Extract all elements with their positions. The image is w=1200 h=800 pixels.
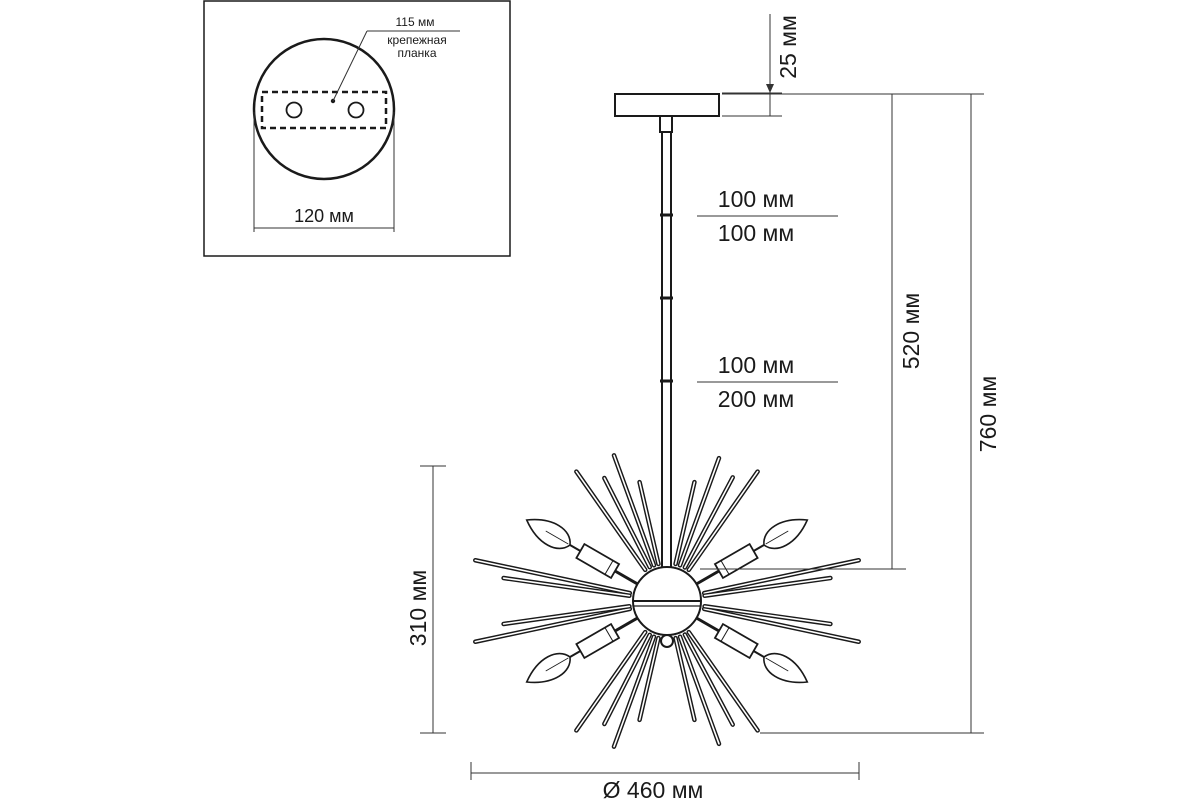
spike-rod-highlight — [703, 577, 832, 597]
mounting-hole-left — [285, 101, 303, 119]
hub-finial — [660, 634, 674, 648]
canopy-height-dimension: 25 мм — [722, 14, 801, 117]
spike-rod-highlight — [703, 608, 860, 643]
bulb-base — [753, 650, 765, 658]
fixture-body — [473, 453, 861, 749]
plate-name-label-line2: планка — [398, 46, 437, 60]
plate-name-label-line1: крепежная — [387, 33, 446, 47]
fixture-height-dimension: 310 мм — [405, 465, 446, 734]
arm-stem — [614, 616, 639, 633]
spike-rod-highlight — [674, 637, 696, 721]
canopy-height-arrow — [766, 84, 774, 93]
spike-rod-highlight — [603, 477, 651, 568]
spike-rod-highlight — [679, 635, 720, 745]
socket-ring — [604, 560, 614, 575]
spike-rod-highlight — [502, 605, 631, 625]
canopy-top-view-inset: 115 мм крепежная планка 120 мм — [203, 0, 511, 257]
spike-rod-highlight — [474, 608, 631, 643]
segment-1-top-label: 100 мм — [718, 186, 794, 212]
spike-rod-highlight — [684, 476, 734, 569]
rod-body — [661, 131, 672, 575]
rod-segment-labels: 100 мм 100 мм 100 мм 200 мм — [697, 186, 838, 412]
bulb-base — [569, 650, 581, 658]
segment-2-top-label: 100 мм — [718, 352, 794, 378]
canopy-side-view — [614, 93, 720, 117]
arm-stem — [695, 616, 720, 633]
spike-rod-highlight — [575, 631, 647, 732]
spike-rod-highlight — [679, 457, 720, 567]
drop-length-dimension: 520 мм — [700, 93, 924, 570]
spike-rod-highlight — [674, 481, 696, 565]
total-height-label: 760 мм — [975, 376, 1001, 452]
spike-rod-highlight — [613, 635, 655, 748]
candle-bulb — [525, 652, 571, 684]
fixture-height-label: 310 мм — [405, 570, 431, 646]
segment-1-bottom-label: 100 мм — [718, 220, 794, 246]
arm-stem — [614, 569, 639, 586]
ceiling-canopy — [614, 93, 720, 133]
spike-rod-highlight — [474, 559, 631, 594]
bulb-filament — [545, 530, 569, 545]
arm-stem — [695, 569, 720, 586]
canopy-outline — [252, 37, 396, 181]
spike-rod-highlight — [502, 577, 631, 597]
spike-rod-highlight — [638, 481, 660, 565]
candle-bulb — [763, 518, 809, 550]
drop-length-label: 520 мм — [898, 293, 924, 369]
socket-ring — [604, 627, 614, 642]
bulb-base — [569, 544, 581, 552]
mounting-hole-right — [347, 101, 365, 119]
spike-rod-highlight — [575, 470, 647, 571]
candle-bulb — [763, 652, 809, 684]
spike-rod-highlight — [684, 633, 734, 726]
spike-rod-highlight — [687, 470, 759, 571]
lamp-arm — [525, 518, 639, 586]
plate-leader-line — [332, 30, 368, 102]
bulb-filament — [545, 657, 569, 672]
lamp-arms — [525, 518, 809, 684]
spike-rod-highlight — [638, 637, 660, 721]
total-height-dimension: 760 мм — [760, 93, 1001, 734]
spike-rod-highlight — [687, 631, 759, 732]
lamp-arm — [525, 616, 639, 684]
canopy-diameter-label: 120 мм — [294, 206, 354, 226]
fixture-diameter-label: Ø 460 мм — [603, 777, 704, 800]
spike-rod-highlight — [703, 559, 860, 594]
canopy-coupling — [659, 115, 673, 133]
spike-rod-highlight — [603, 634, 651, 725]
mounting-plate — [260, 90, 388, 130]
socket-ring — [720, 627, 730, 642]
lamp-arm — [695, 616, 809, 684]
candle-bulb — [525, 518, 571, 550]
bulb-filament — [765, 657, 789, 672]
spike-rod-highlight — [613, 454, 655, 567]
spike-rod-highlight — [703, 605, 832, 625]
suspension-rod — [660, 131, 673, 575]
socket-ring — [720, 560, 730, 575]
segment-2-bottom-label: 200 мм — [718, 386, 794, 412]
canopy-height-label: 25 мм — [775, 15, 801, 79]
radial-rods — [473, 453, 861, 749]
fixture-diameter-dimension: Ø 460 мм — [470, 762, 860, 800]
plate-width-label: 115 мм — [396, 15, 435, 29]
bulb-filament — [765, 530, 789, 545]
bulb-base — [753, 544, 765, 552]
